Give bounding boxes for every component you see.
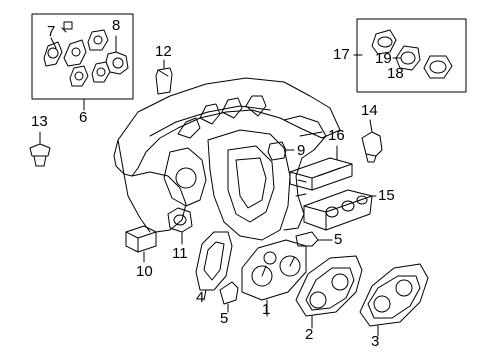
socket-part-19 [371, 29, 421, 71]
callout-5-upper: 5 [334, 231, 343, 248]
callout-8: 8 [112, 17, 121, 34]
socket-part-18 [423, 55, 453, 79]
part-10 [125, 225, 157, 263]
callout-17: 17 [333, 46, 350, 63]
callout-12: 12 [155, 43, 172, 60]
callout-16: 16 [328, 127, 345, 144]
switch-set-inset [31, 13, 134, 111]
inset-frame-left [31, 13, 134, 100]
callout-11: 11 [172, 245, 188, 262]
part-11 [167, 207, 193, 245]
part-1 [241, 239, 307, 317]
part-3 [359, 263, 429, 337]
part-14 [361, 119, 383, 163]
callout-19: 19 [375, 50, 392, 67]
switch-part-center [63, 39, 87, 67]
dashboard-assembly [113, 77, 341, 241]
part-5-upper [295, 231, 333, 247]
callout-7: 7 [47, 23, 56, 40]
switch-part-lower [69, 61, 111, 87]
part-5-lower [219, 281, 239, 313]
callout-3: 3 [371, 333, 380, 350]
socket-inset [353, 18, 467, 93]
part-12 [155, 59, 173, 95]
callout-13: 13 [31, 113, 48, 130]
callout-5-lower: 5 [220, 310, 229, 327]
callout-2: 2 [305, 326, 314, 343]
callout-18: 18 [387, 65, 404, 82]
callout-4: 4 [196, 289, 205, 306]
part-16 [289, 145, 353, 191]
part-15 [303, 189, 377, 231]
callout-6: 6 [79, 109, 88, 126]
part-4 [195, 231, 233, 301]
leader-4 [203, 289, 207, 301]
leader-7 [50, 37, 57, 49]
inset-frame-right [356, 18, 467, 93]
callout-14: 14 [361, 102, 378, 119]
part-2 [295, 255, 363, 329]
part-13 [29, 131, 51, 167]
leader-14 [369, 119, 373, 133]
callout-10: 10 [136, 263, 153, 280]
part-9 [267, 141, 295, 161]
callout-1: 1 [262, 301, 271, 318]
callout-15: 15 [378, 187, 395, 204]
switch-part-7 [43, 21, 73, 67]
callout-9: 9 [297, 142, 306, 159]
